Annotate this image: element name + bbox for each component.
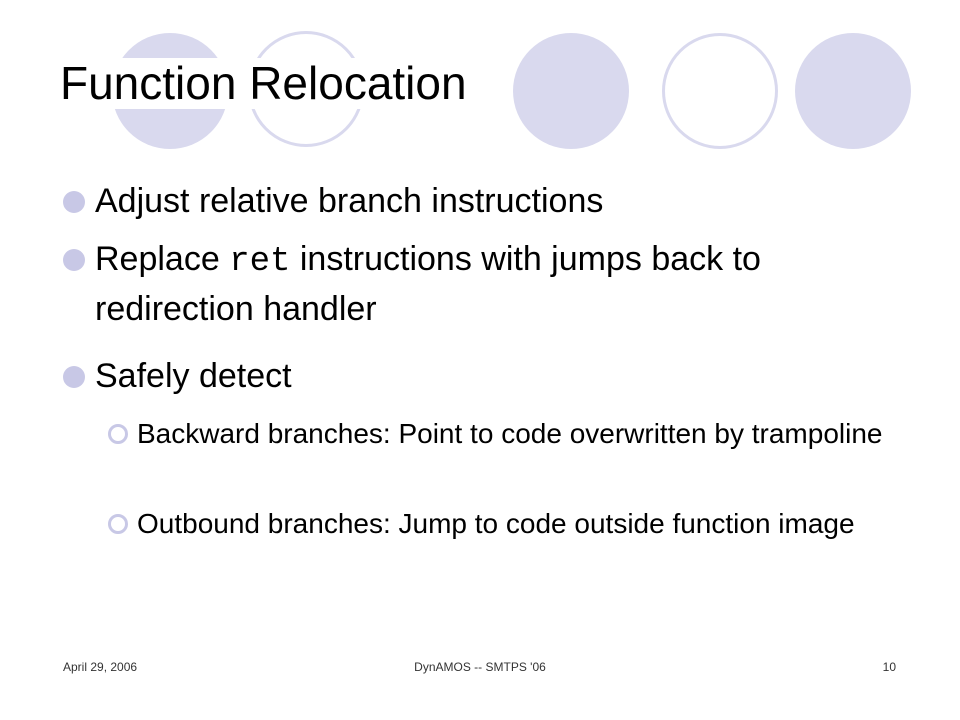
bullet-item: Adjust relative branch instructions bbox=[95, 178, 915, 225]
decor-circle-3 bbox=[513, 33, 629, 149]
sub-bullet-ring-icon bbox=[108, 514, 128, 534]
bullet-text-post: instructions with jumps back to redirect… bbox=[95, 240, 761, 328]
bullet-text-pre: Replace bbox=[95, 240, 230, 278]
bullet-dot-icon bbox=[63, 191, 85, 213]
sub-bullet-item: Outbound branches: Jump to code outside … bbox=[137, 505, 917, 542]
decor-circle-5 bbox=[795, 33, 911, 149]
sub-bullet-text: Outbound branches: Jump to code outside … bbox=[137, 508, 855, 539]
bullet-item: Replace ret instructions with jumps back… bbox=[95, 236, 915, 333]
slide-title: Function Relocation bbox=[60, 58, 473, 109]
bullet-text: Adjust relative branch instructions bbox=[95, 182, 604, 220]
bullet-item: Safely detect bbox=[95, 353, 915, 400]
bullet-dot-icon bbox=[63, 366, 85, 388]
sub-bullet-text: Backward branches: Point to code overwri… bbox=[137, 418, 883, 449]
bullet-dot-icon bbox=[63, 249, 85, 271]
footer-page-number: 10 bbox=[882, 660, 896, 674]
code-ret: ret bbox=[229, 243, 291, 281]
footer-date: April 29, 2006 bbox=[63, 660, 138, 674]
sub-bullet-item: Backward branches: Point to code overwri… bbox=[137, 415, 917, 452]
decor-circle-4 bbox=[662, 33, 778, 149]
bullet-text: Safely detect bbox=[95, 357, 292, 395]
footer-title: DynAMOS -- SMTPS '06 bbox=[414, 660, 546, 674]
sub-bullet-ring-icon bbox=[108, 424, 128, 444]
